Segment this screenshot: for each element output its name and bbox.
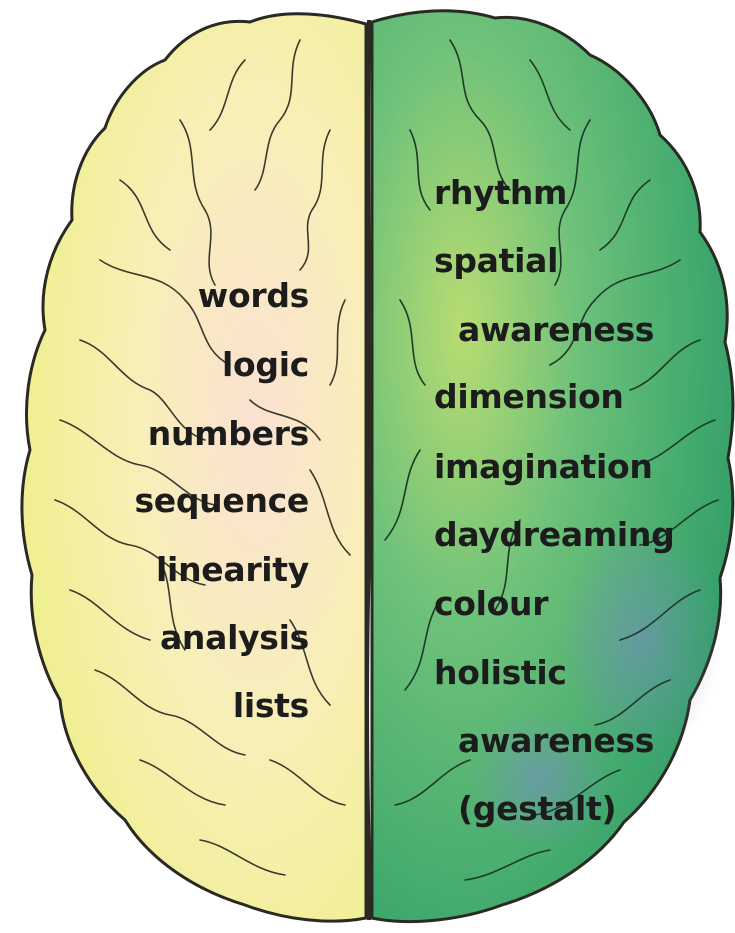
right-label-awareness: awareness [458,313,654,346]
right-label-holistic: holistic [434,656,567,689]
left-label-linearity: linearity [156,553,309,586]
left-label-logic: logic [222,348,309,381]
left-label-lists: lists [233,689,309,722]
right-label-spatial: spatial [434,244,558,277]
right-label-dimension: dimension [434,380,624,413]
longitudinal-fissure [367,20,369,920]
right-label-awareness-2: awareness [458,724,654,757]
left-label-sequence: sequence [134,484,309,517]
right-label-daydreaming: daydreaming [434,518,674,551]
right-label-rhythm: rhythm [434,176,567,209]
left-label-numbers: numbers [148,417,309,450]
left-label-words: words [198,279,309,312]
left-hemisphere [22,14,366,921]
right-label-gestalt: (gestalt) [458,792,616,825]
right-label-imagination: imagination [434,450,653,483]
right-label-colour: colour [434,587,548,620]
left-label-analysis: analysis [160,621,309,654]
